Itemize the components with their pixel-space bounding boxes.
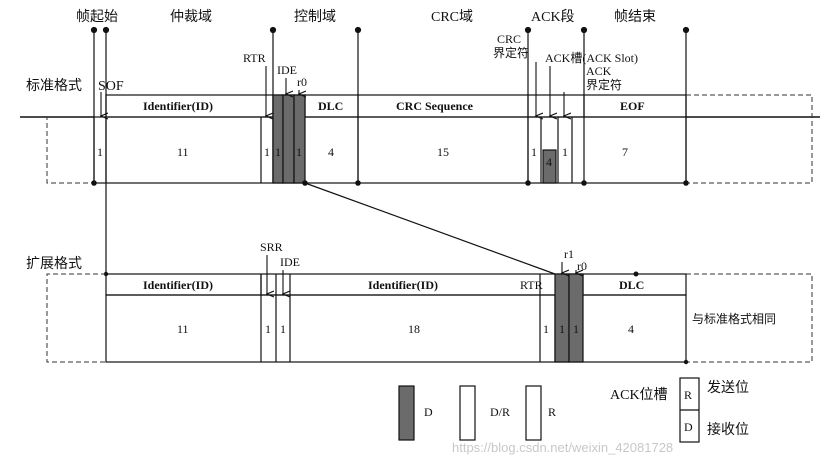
ack-arrows [536,62,564,116]
std-crc-sequence-label: CRC Sequence [396,99,474,113]
std-rtr-label: RTR [243,51,266,65]
ext-dlc-bits: 4 [628,322,634,336]
ext-rtr-bits: 1 [543,322,549,336]
ext-srr-label: SRR [260,240,283,254]
legend-r-key: R [684,388,692,402]
extended-dashed-ends [46,273,813,363]
header-arbitration: 仲裁域 [170,9,212,25]
std-r0-label: r0 [297,75,307,89]
section-headers: 帧起始 仲裁域 控制域 CRC域 ACK段 帧结束 [76,9,656,25]
ext-rtr-label: RTR [520,278,543,292]
std-eof-bits: 7 [622,145,628,159]
ext-ide-label: IDE [280,255,300,269]
header-frame-end: 帧结束 [614,9,656,25]
crc-delim-label-1: CRC [497,32,521,46]
std-ack-slot-bits: 4 [546,155,552,169]
ext-identifier-b-label: Identifier(ID) [368,278,438,292]
ext-arrows [267,255,576,294]
legend-ack-bit-label: ACK位槽 [610,387,668,403]
legend-receive-label: 接收位 [707,421,749,438]
std-dlc-bits: 4 [328,145,334,159]
crc-delim-label-2: 界定符 [493,45,529,60]
legend-r-label: R [548,405,556,419]
legend-dr-label: D/R [490,405,510,419]
std-ide-bits: 1 [275,145,281,159]
std-eof-label: EOF [620,99,645,113]
standard-format-label: 标准格式 [26,78,82,94]
legend-d-label: D [424,405,433,419]
header-crc: CRC域 [431,9,473,25]
std-dlc-label: DLC [318,99,343,113]
ack-delim-label-2: 界定符 [586,77,622,92]
ext-srr-bits: 1 [265,322,271,336]
std-r0-bits: 1 [296,145,302,159]
legend: D D/R R ACK位槽 R D 发送位 接收位 [398,377,749,443]
std-identifier-label: Identifier(ID) [143,99,213,113]
std-ack-delim-bits: 1 [562,145,568,159]
header-control: 控制域 [294,9,336,25]
ext-ide-bits: 1 [280,322,286,336]
extended-format-label: 扩展格式 [26,256,82,272]
header-ack: ACK段 [531,9,575,25]
ext-r1-label: r1 [564,247,574,261]
ext-identifier-b-bits: 18 [408,322,420,336]
standard-dominant-bits [272,94,557,184]
ext-dlc-label: DLC [619,278,644,292]
legend-dr-swatch [459,385,476,441]
header-frame-start: 帧起始 [76,9,118,25]
watermark-text: https://blog.csdn.net/weixin_42081728 [452,440,673,455]
ack-delim-label-1: ACK [586,64,612,78]
legend-d-swatch [398,385,415,441]
std-control-arrows [266,66,299,116]
std-crc-delim-bits: 1 [531,145,537,159]
format-connector [304,182,556,275]
ext-r1-bits: 1 [559,322,565,336]
extended-dominant-bits [554,273,584,363]
standard-body [93,116,687,184]
ext-identifier-a-bits: 11 [177,322,189,336]
std-identifier-bits: 11 [177,145,189,159]
ext-identifier-a-label: Identifier(ID) [143,278,213,292]
ack-slot-label: ACK槽(ACK Slot) [545,51,638,65]
same-as-standard-text: 与标准格式相同 [692,311,776,326]
std-crc-bits: 15 [437,145,449,159]
std-rtr-bits: 1 [264,145,270,159]
legend-r-swatch [525,385,542,441]
legend-send-label: 发送位 [707,380,749,396]
sof-label: SOF [98,79,124,94]
std-ide-label: IDE [277,63,297,77]
ext-r0-bits: 1 [573,322,579,336]
std-sof-bits: 1 [97,145,103,159]
ext-r0-label: r0 [577,259,587,273]
legend-d-key: D [684,420,693,434]
